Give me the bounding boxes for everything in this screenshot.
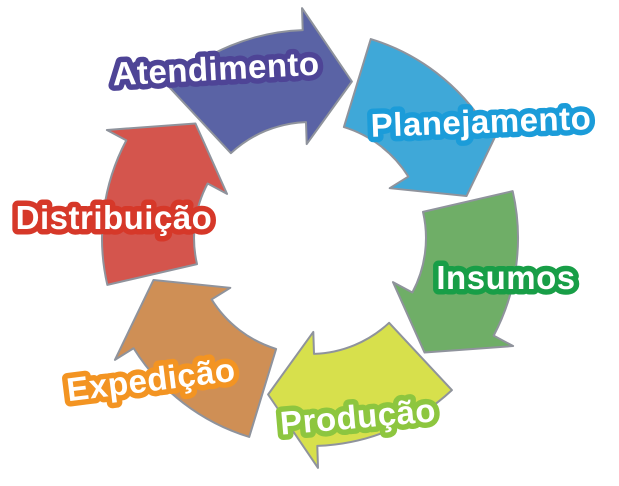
step-label-planejamento: Planejamento [370, 99, 592, 144]
step-label-insumos: Insumos [436, 259, 575, 296]
step-label-distribuicao: Distribuição [16, 199, 213, 236]
